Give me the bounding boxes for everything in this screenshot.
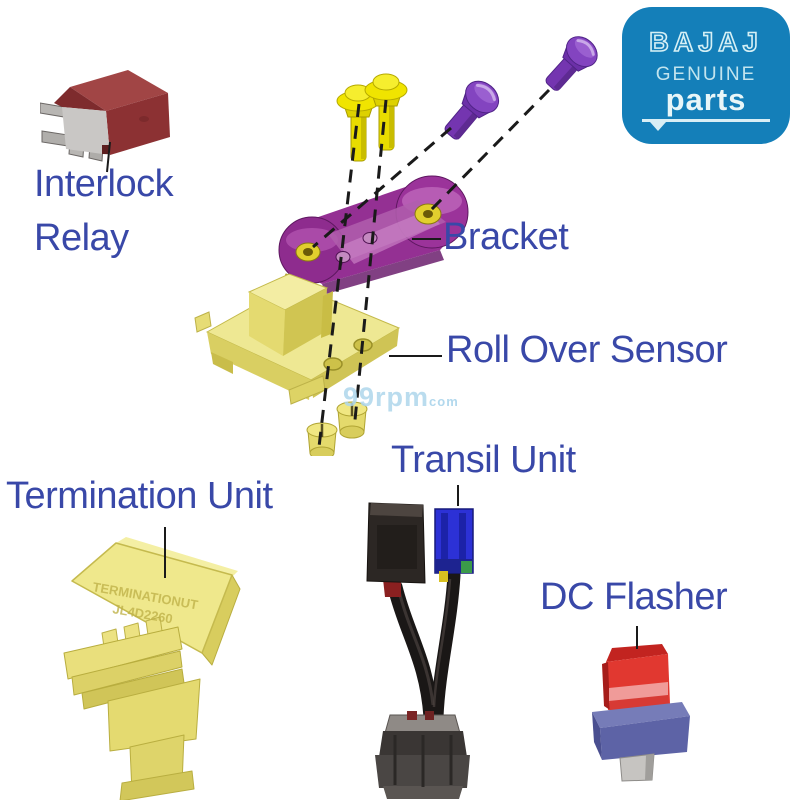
purple-screw — [545, 36, 598, 91]
yellow-screw-right — [364, 73, 408, 151]
nut-left — [306, 422, 338, 456]
flasher-base — [592, 702, 690, 760]
watermark-suffix: com — [429, 394, 459, 409]
transil-bottom-connector — [375, 711, 470, 799]
transil-black-connector — [366, 502, 426, 597]
label-bracket: Bracket — [443, 216, 569, 258]
logo-brand-text: BAJAJ — [648, 26, 763, 58]
termination-body — [63, 537, 241, 800]
logo-parts-text: parts — [665, 82, 747, 117]
yellow-screws-illustration — [336, 73, 408, 162]
transil-blue-connector — [434, 508, 474, 582]
watermark: 99rpmcom — [343, 382, 459, 413]
logo-genuine-text: GENUINE — [655, 64, 757, 85]
logo-underline — [642, 119, 770, 131]
watermark-main: 99rpm — [343, 382, 430, 412]
purple-screw-lower-illustration — [444, 80, 500, 140]
label-interlock-relay-line2: Relay — [34, 217, 129, 259]
flasher-terminal — [619, 753, 655, 782]
label-dc-flasher: DC Flasher — [540, 576, 728, 618]
transil-unit-illustration — [366, 502, 474, 799]
transil-wires — [387, 568, 461, 725]
bajaj-genuine-parts-logo: BAJAJ GENUINE parts — [622, 7, 790, 144]
label-termination-unit: Termination Unit — [6, 475, 273, 517]
label-transil-unit: Transil Unit — [391, 439, 576, 481]
label-interlock-relay-line1: Interlock — [34, 163, 174, 205]
interlock-relay-illustration — [40, 70, 170, 162]
dc-flasher-illustration — [592, 644, 690, 782]
relay-body — [54, 70, 170, 155]
purple-screw — [444, 80, 500, 140]
termination-unit-illustration: TERMINATIONUT JL4D2260 — [63, 537, 241, 800]
purple-screw-upper-illustration — [545, 36, 598, 91]
logo-down-arrow-icon — [650, 122, 666, 131]
label-roll-over-sensor: Roll Over Sensor — [446, 329, 728, 371]
